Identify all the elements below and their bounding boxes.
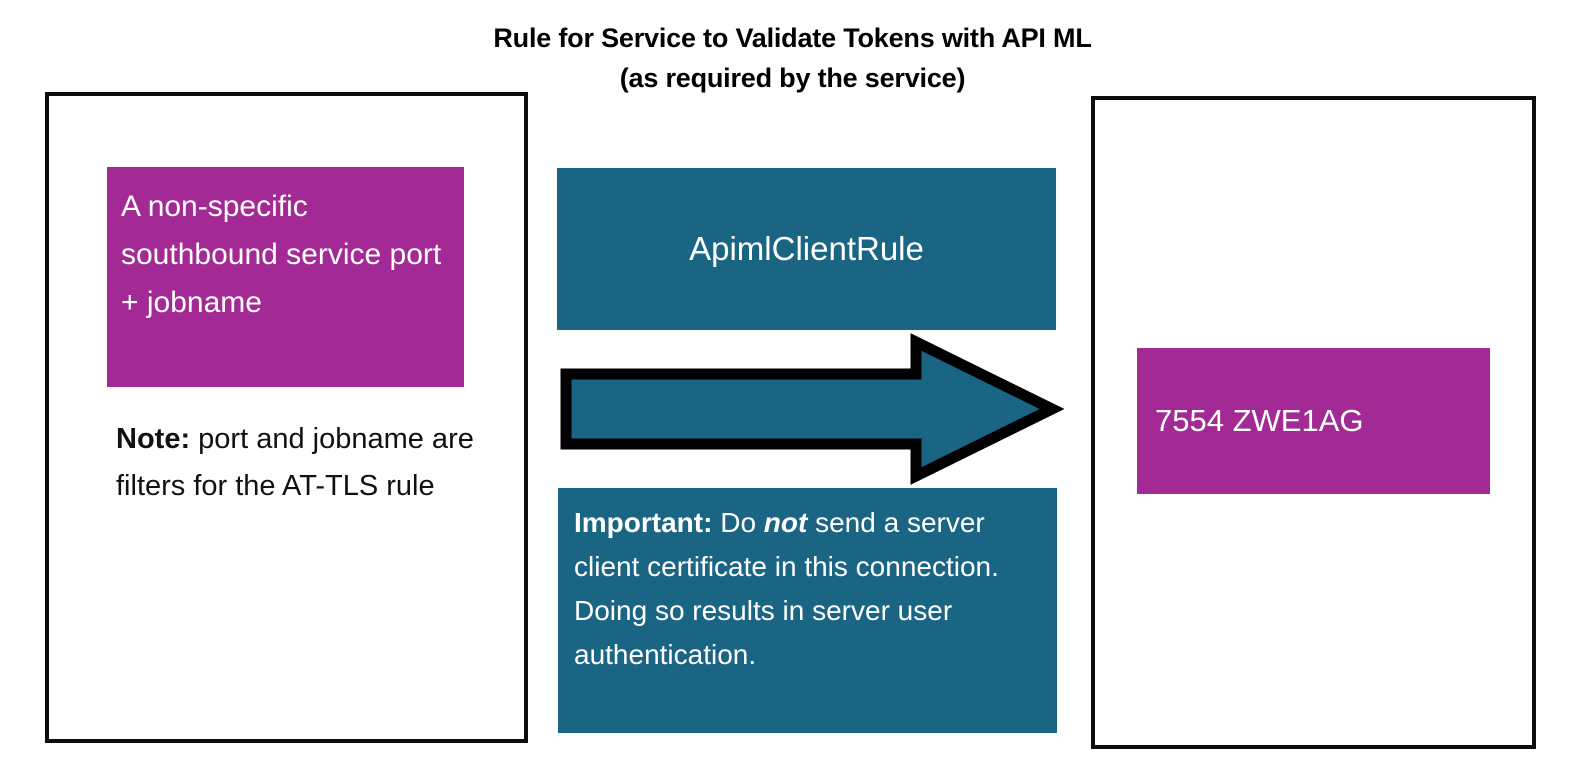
arrow-shape [566, 342, 1052, 476]
southbound-service-label: A non-specific southbound service port +… [121, 190, 442, 319]
note-body: port and jobname are filters for the AT-… [116, 423, 474, 502]
server-port-jobname-label: 7554 ZWE1AG [1155, 403, 1364, 438]
note-prefix: Note: [116, 423, 191, 455]
southbound-service-block: A non-specific southbound service port +… [107, 167, 464, 387]
important-note-block: Important: Do not send a server client c… [558, 488, 1057, 733]
flow-arrow-icon [552, 330, 1064, 488]
apiml-client-rule-label: ApimlClientRule [689, 230, 924, 267]
page-title: Rule for Service to Validate Tokens with… [0, 18, 1585, 98]
apiml-client-rule-block: ApimlClientRule [557, 168, 1056, 330]
title-line-2: (as required by the service) [619, 63, 966, 93]
important-body-part1: Do [712, 507, 764, 538]
note-text: Note: port and jobname are filters for t… [116, 416, 476, 510]
server-port-jobname-block: 7554 ZWE1AG [1137, 348, 1490, 494]
important-body-part2: send a server client certificate in this… [574, 507, 999, 670]
important-emphasis: not [763, 507, 808, 538]
title-line-1: Rule for Service to Validate Tokens with… [493, 23, 1092, 53]
important-prefix: Important: [574, 507, 713, 538]
